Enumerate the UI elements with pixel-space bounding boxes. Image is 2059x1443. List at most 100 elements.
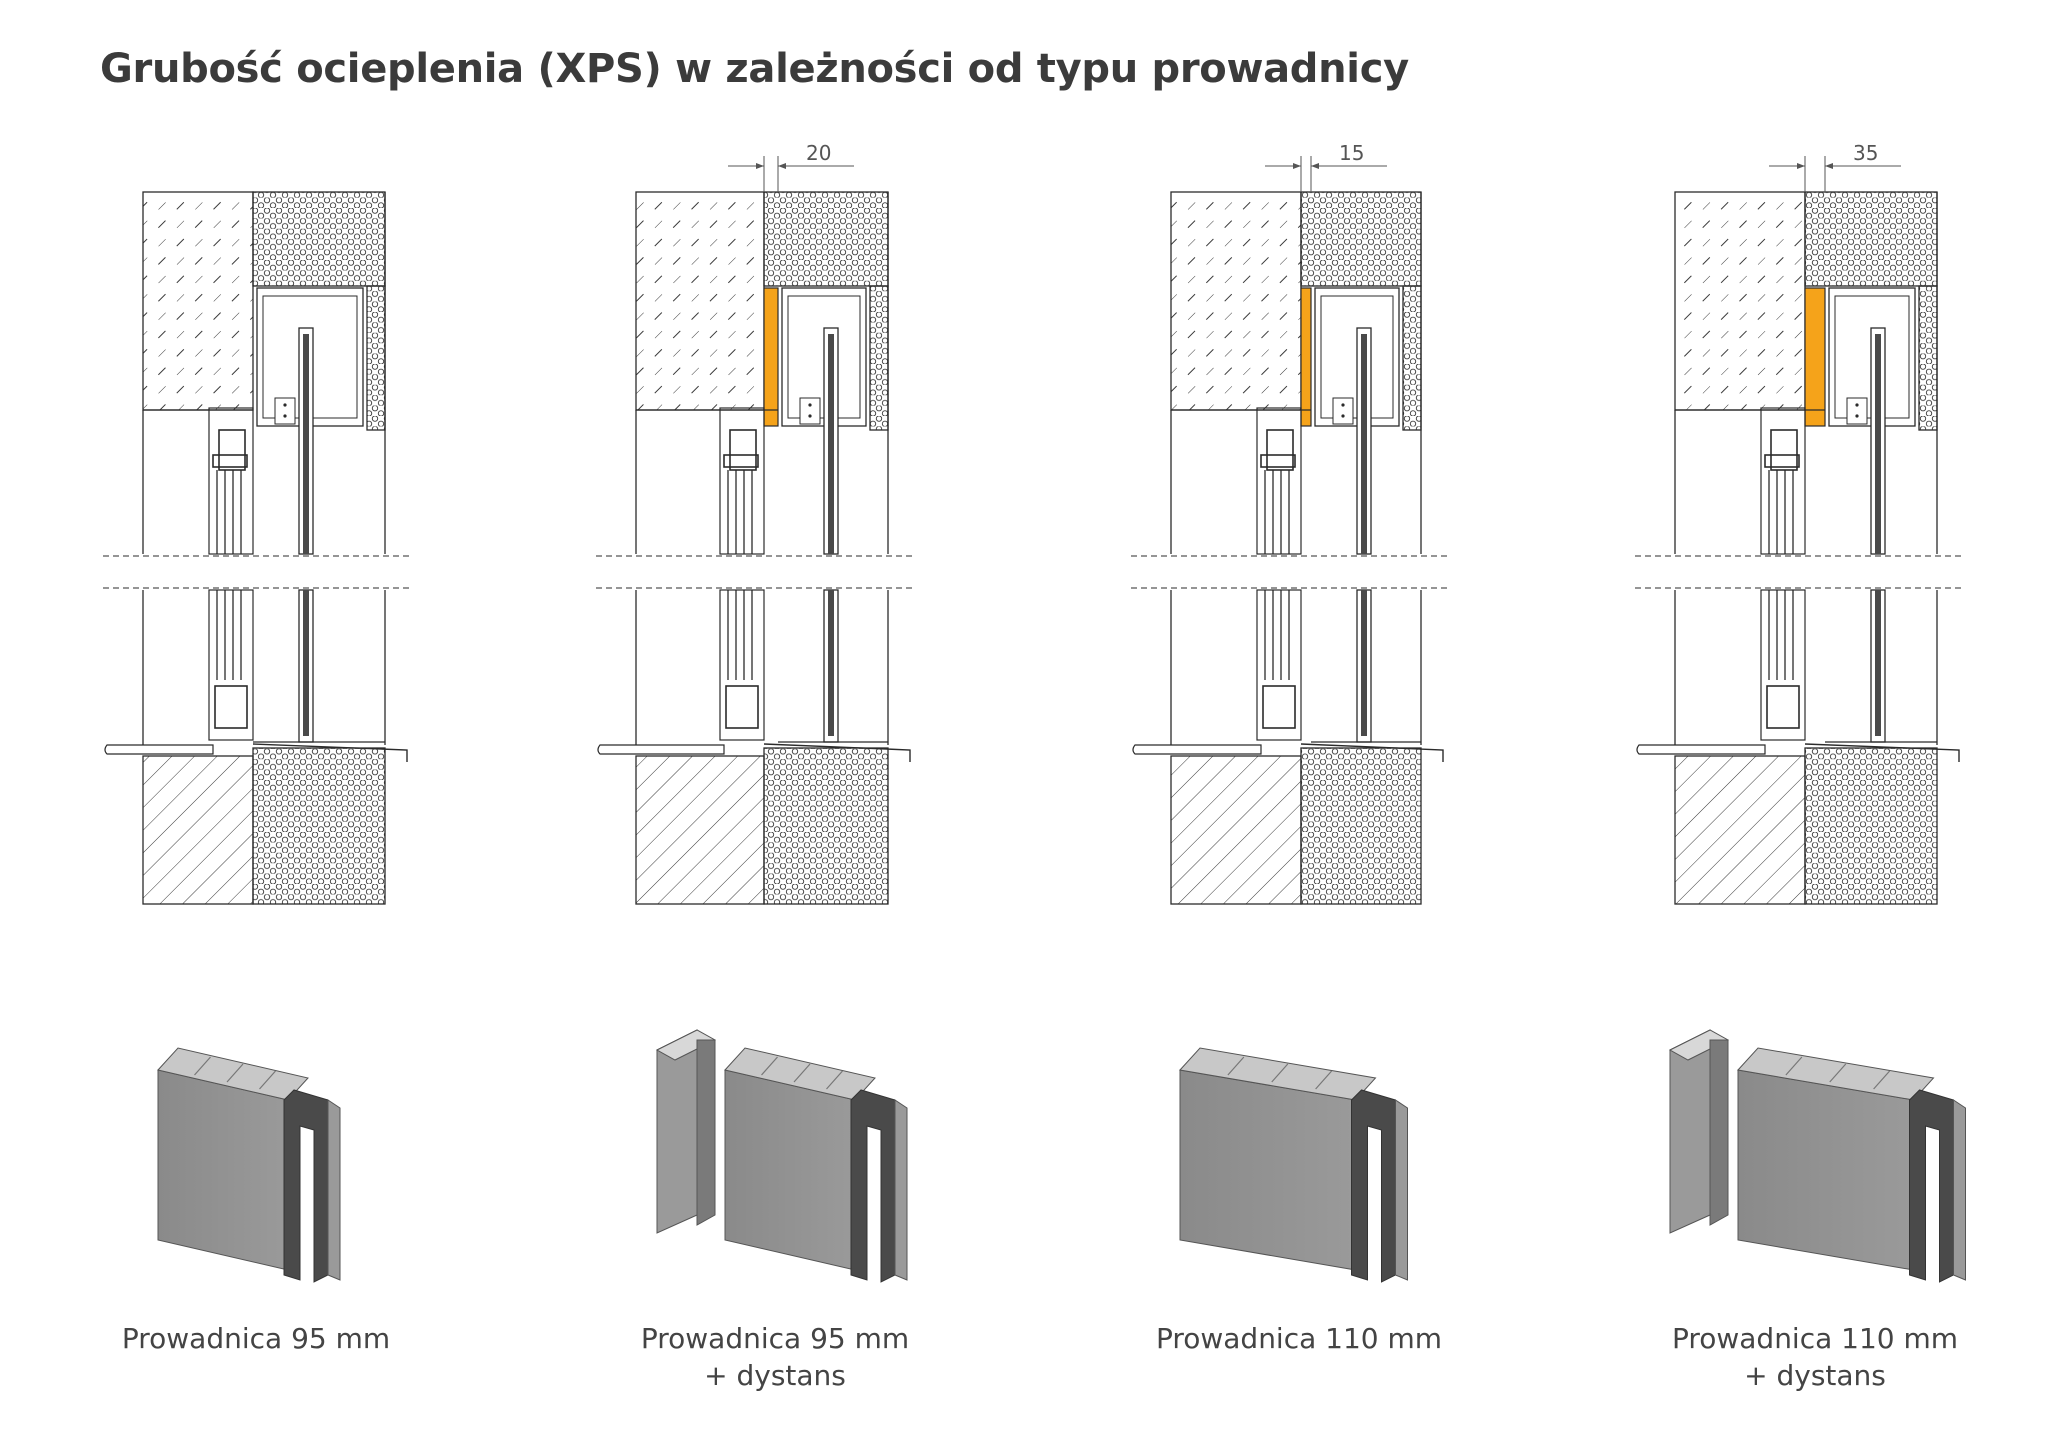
profile-rib [1873,1070,1891,1090]
caption-line-2: + dystans [704,1359,846,1392]
masonry-wall [142,755,254,905]
window-frame-bottom [1760,589,1806,741]
profile-top [1737,1047,1935,1101]
concrete-lintel [1674,191,1806,411]
screw-icon [283,403,287,407]
concrete-lintel [635,191,765,411]
inner-sill [104,744,214,755]
xps-insulation-side [1402,285,1422,431]
guide-profile-3d-1 [157,1047,341,1283]
masonry-wall [635,755,765,905]
profile-rib [826,1070,843,1090]
shutter-curtain [303,334,309,554]
profile-rib [259,1070,276,1090]
dimension-label: 15 [1339,141,1364,165]
spacer-3d [656,1029,698,1234]
profile-top [157,1047,309,1101]
caption-variant-4: Prowadnica 110 mm + dystans [1605,1320,2025,1394]
xps-insulation-bottom [1300,747,1422,905]
sash-profile [1260,454,1296,468]
window-frame-bottom [208,589,254,741]
caption-variant-3: Prowadnica 110 mm [1089,1320,1509,1357]
outer-sill [1300,743,1444,762]
sash-profile [212,454,248,468]
dimension-20: 20 [728,141,854,192]
screw-icon [1855,414,1859,418]
sill-profile [1766,685,1800,729]
spacer-profile [763,287,779,427]
section-drawing-4 [1635,191,1965,905]
profile-face [157,1069,289,1271]
sash-profile [1266,429,1294,471]
profile-rib [1271,1063,1289,1083]
spacer-3d [1669,1029,1711,1234]
outer-sill [763,743,911,762]
profile-rib [761,1056,778,1076]
profile-channel [850,1089,896,1283]
sash-profile [729,429,757,471]
xps-insulation-bottom [252,747,386,905]
caption-line-2: + dystans [1744,1359,1886,1392]
profile-top [724,1047,876,1101]
spacer-3d-side [1709,1039,1729,1226]
caption-line-1: Prowadnica 95 mm [121,1322,391,1355]
guide-profile-3d-2 [655,1029,908,1283]
xps-insulation-top [1300,191,1422,287]
xps-insulation-top [1804,191,1938,287]
mount-bracket [1332,397,1354,425]
dimension-label: 35 [1853,141,1878,165]
profile-face [1737,1069,1914,1271]
shutter-curtain [1361,334,1367,554]
screw-icon [1341,414,1345,418]
spacer-profile [1300,287,1312,427]
page-title: Grubość ocieplenia (XPS) w zależności od… [100,46,1409,92]
mount-bracket [799,397,821,425]
shutter-curtain [1875,590,1881,736]
window-frame-top [208,407,254,555]
spacer-profile [1804,287,1826,427]
xps-insulation-side [1918,285,1938,431]
profile-side [894,1099,908,1281]
arrow-icon [1311,163,1319,169]
profile-channel [1351,1089,1396,1283]
profile-rib [226,1063,244,1083]
inner-sill [1636,744,1766,755]
sash-profile [723,454,759,468]
caption-variant-1: Prowadnica 95 mm [46,1320,466,1357]
arrow-icon [778,163,786,169]
xps-insulation-bottom [1804,747,1938,905]
sash-profile [218,429,246,471]
shutter-curtain [303,590,309,736]
arrow-icon [1293,163,1301,169]
sash-profile [1764,454,1800,468]
profile-rib [1785,1056,1803,1076]
screw-icon [808,414,812,418]
guide-profile-3d-4 [1668,1029,1966,1283]
arrow-icon [756,163,764,169]
masonry-wall [1674,755,1806,905]
sill-profile [1262,685,1296,729]
profile-rib [793,1063,811,1083]
shutter-curtain [828,590,834,736]
masonry-wall [1170,755,1302,905]
profile-channel [283,1089,329,1283]
guide-profile-3d-3 [1179,1047,1408,1283]
window-frame-top [1256,407,1302,555]
concrete-lintel [142,191,254,411]
caption-line-1: Prowadnica 110 mm [1671,1322,1959,1355]
shutter-curtain [828,334,834,554]
dimension-15: 15 [1265,141,1387,192]
section-drawing-2 [596,191,916,905]
sill-profile [214,685,248,729]
outer-sill [1804,743,1960,762]
xps-insulation-side [366,285,386,431]
caption-line-1: Prowadnica 110 mm [1155,1322,1443,1355]
xps-insulation-top [252,191,386,287]
xps-insulation-side [869,285,889,431]
inner-sill [597,744,725,755]
screw-icon [808,403,812,407]
dimension-35: 35 [1769,141,1901,192]
window-frame-bottom [719,589,765,741]
screw-icon [1341,403,1345,407]
